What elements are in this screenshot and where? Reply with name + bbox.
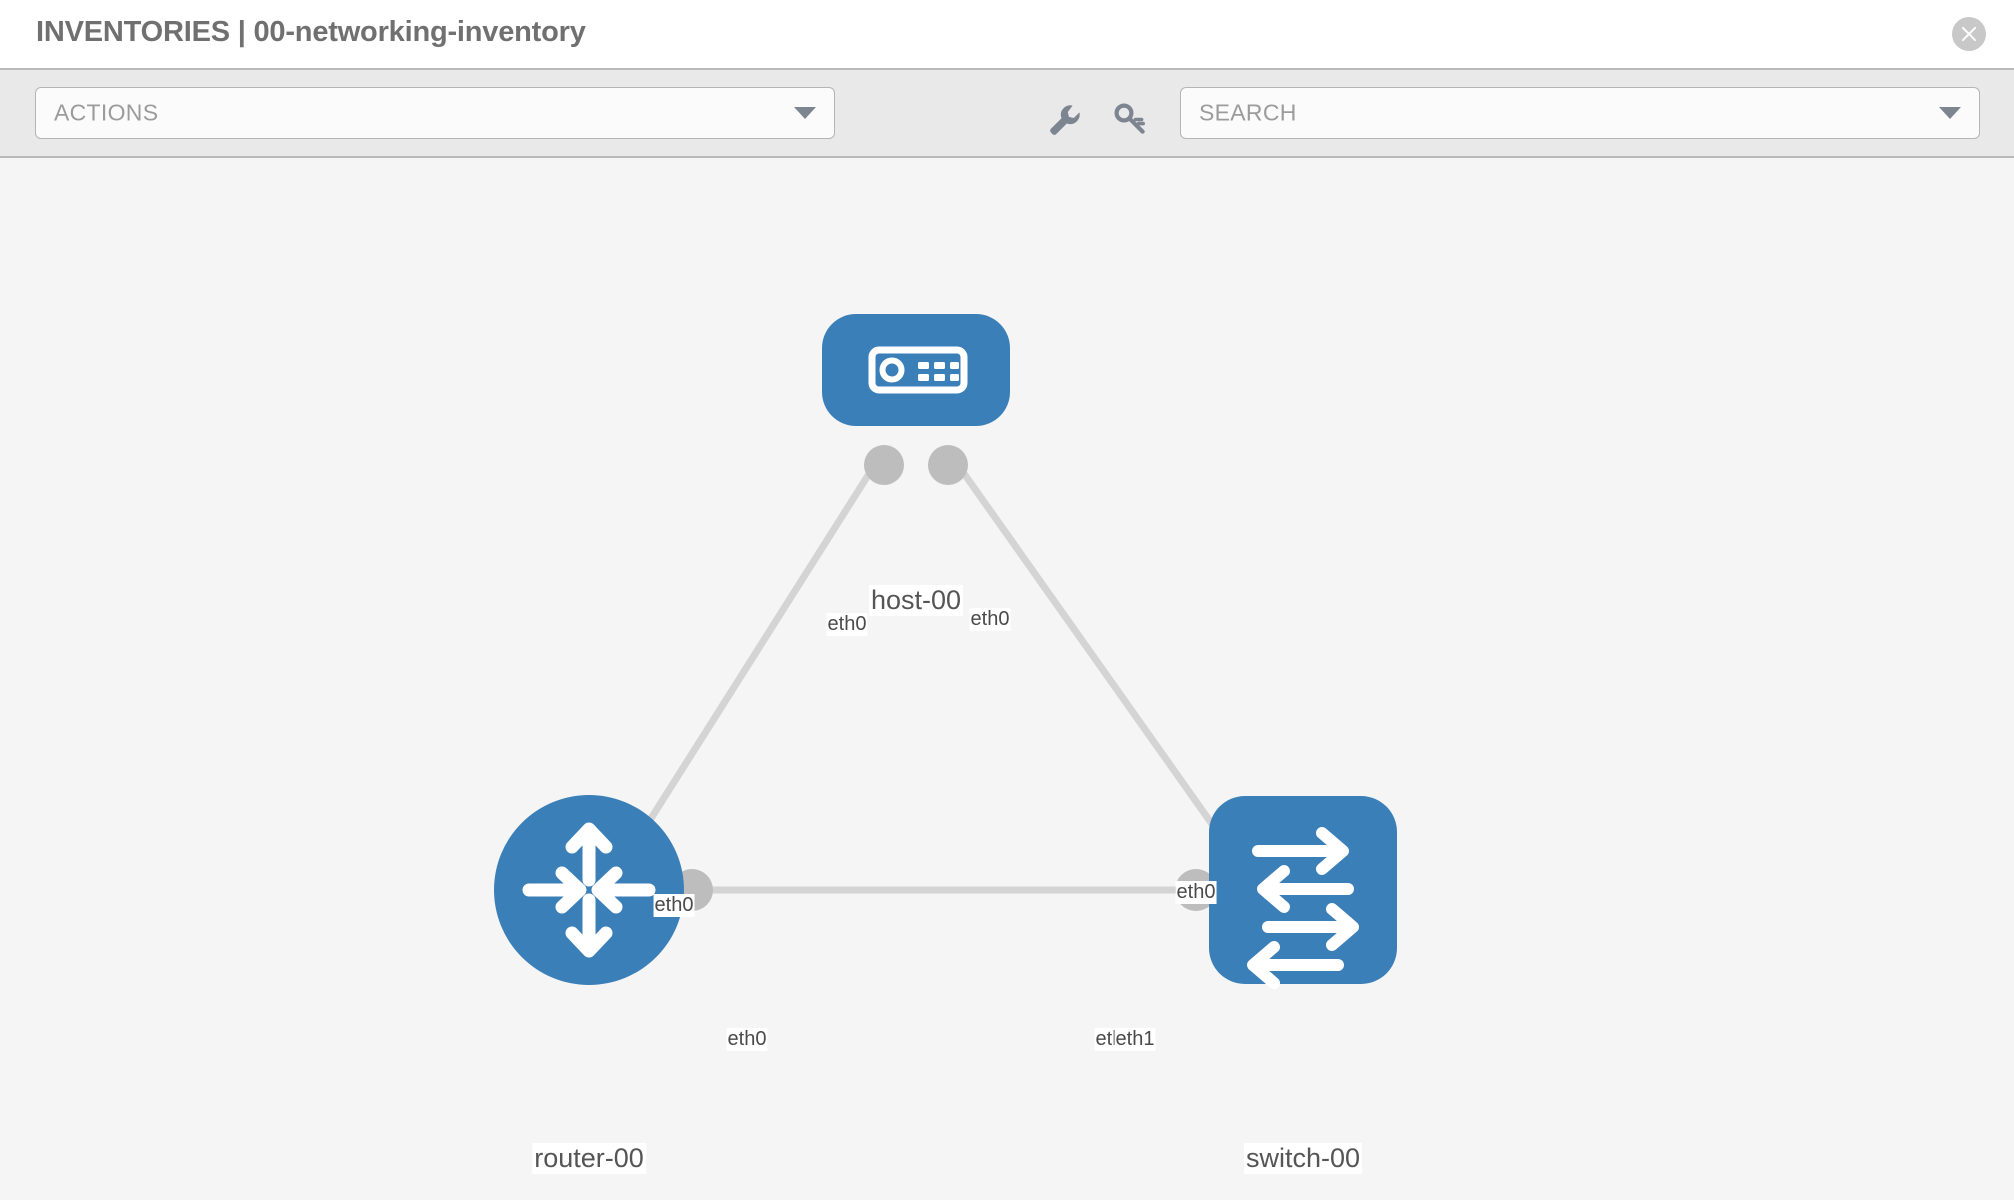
search-placeholder: SEARCH [1199, 99, 1297, 126]
iface-label: eth0 [726, 1028, 768, 1051]
iface-label: eth0 [826, 613, 868, 636]
server-icon [868, 346, 968, 394]
chevron-down-icon[interactable] [1939, 107, 1961, 119]
page-title: INVENTORIES | 00-networking-inventory [36, 16, 586, 48]
node-host-00[interactable] [822, 314, 1010, 426]
switch-arrows-icon [1247, 827, 1359, 989]
topology-edges [623, 455, 1239, 894]
endpoint-handle [928, 445, 968, 485]
node-host-00 [822, 314, 1010, 426]
chevron-down-icon[interactable] [794, 107, 816, 119]
node-label-router-00: router-00 [532, 1143, 646, 1174]
iface-label: eth0 [969, 608, 1011, 631]
node-switch-00[interactable] [1209, 796, 1397, 984]
node-switch-00 [1209, 796, 1397, 989]
node-router-00 [494, 795, 684, 985]
node-label-switch-00: switch-00 [1243, 1143, 1363, 1174]
edge-host00-router00 [623, 456, 882, 860]
topology-canvas[interactable]: eth0 eth0 eth0 eth0 eth0 eth0 eth1 host-… [0, 158, 2014, 1200]
node-label-host-00: host-00 [868, 585, 964, 616]
edge-host00-switch00 [950, 455, 1239, 861]
endpoint-handle [864, 445, 904, 485]
close-icon[interactable] [1952, 17, 1986, 51]
iface-label: eth0 [653, 894, 695, 917]
toolbar: ACTIONS SEARCH [0, 68, 2014, 158]
topology-endpoints [671, 445, 1254, 911]
iface-label: eth1 [1114, 1028, 1156, 1051]
key-icon[interactable] [1110, 98, 1150, 138]
node-router-00[interactable] [494, 795, 684, 985]
page-header: INVENTORIES | 00-networking-inventory [0, 0, 2014, 68]
actions-dropdown-label: ACTIONS [54, 99, 159, 126]
actions-dropdown[interactable]: ACTIONS [35, 87, 835, 139]
router-arrows-icon [522, 822, 656, 958]
search-input[interactable]: SEARCH [1180, 87, 1980, 139]
wrench-icon[interactable] [1043, 98, 1083, 138]
iface-label: eth0 [1175, 881, 1217, 904]
